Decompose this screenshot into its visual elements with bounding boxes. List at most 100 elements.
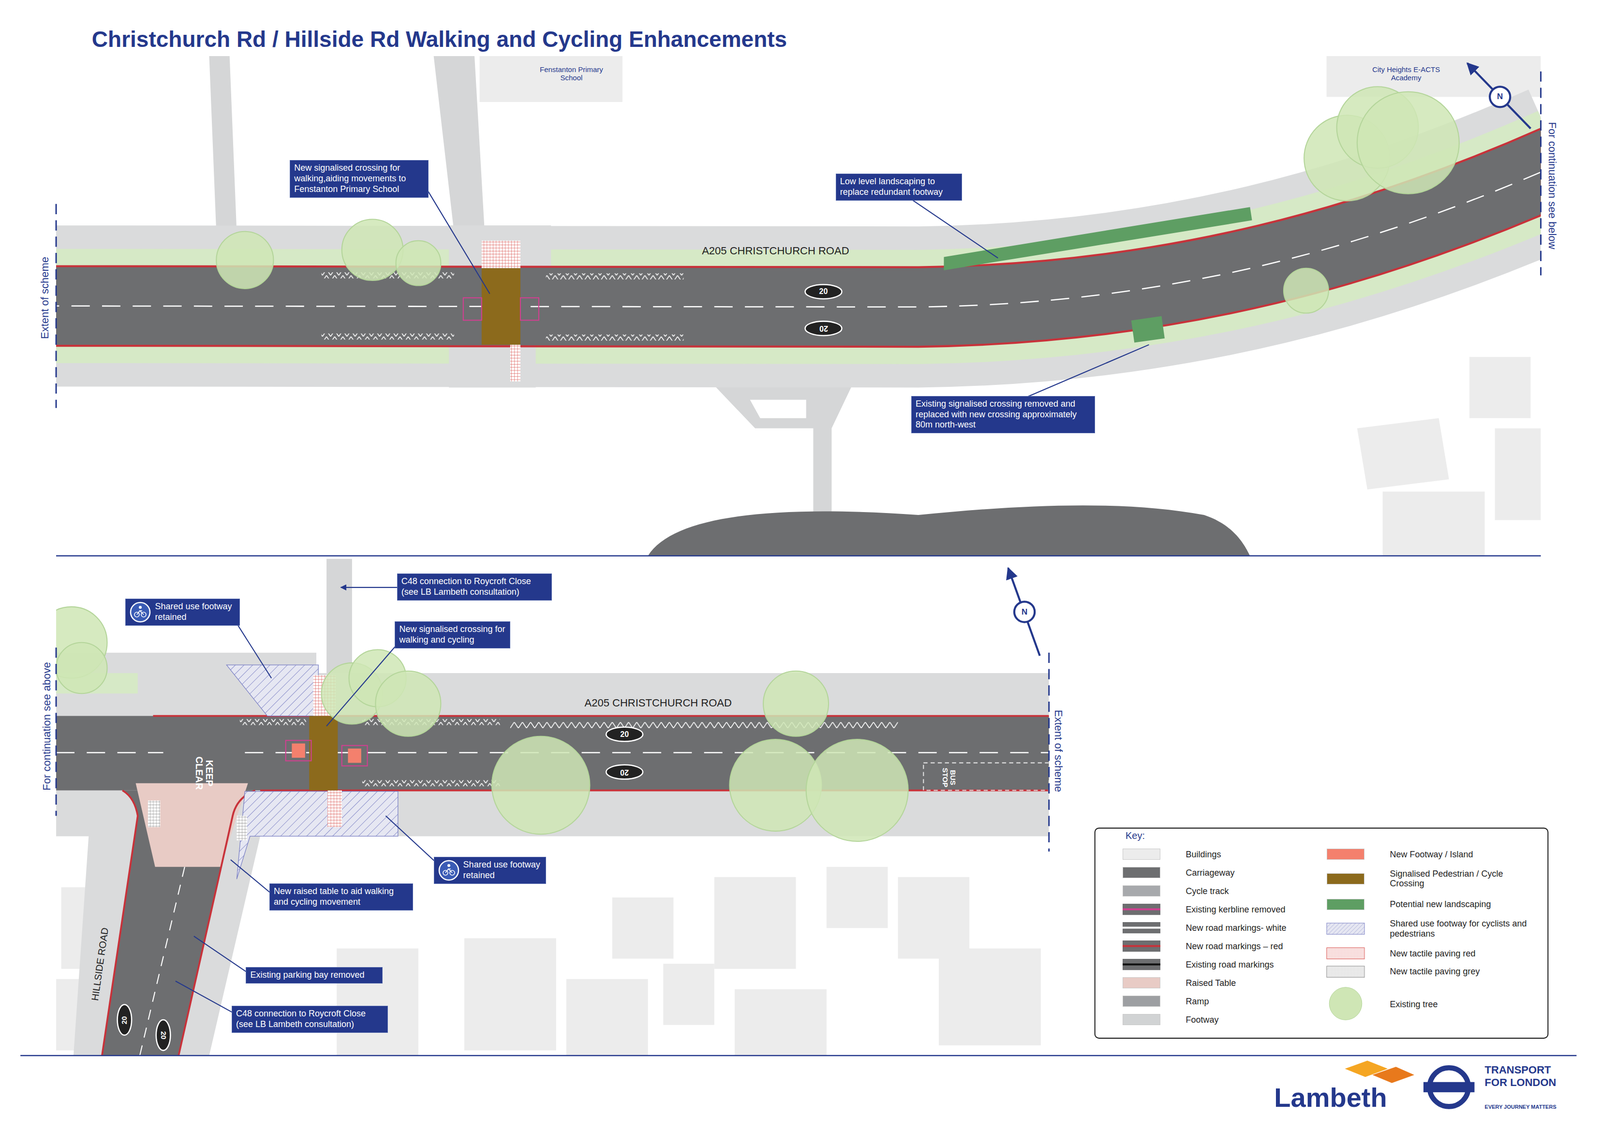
callout-box: Low level landscaping to replace redunda…	[835, 173, 963, 201]
legend-ground	[1122, 922, 1161, 934]
map-label: City Heights E-ACTS Academy	[1369, 65, 1443, 83]
legend-ground	[1122, 940, 1161, 952]
building	[1469, 356, 1531, 419]
legend-text: Existing tree	[1389, 999, 1533, 1010]
callout-text: Shared use footway retained	[463, 859, 542, 882]
map-shape	[336, 948, 419, 1056]
map-shape	[1283, 268, 1329, 314]
map-shape	[763, 671, 829, 737]
legend-text: Potential new landscaping	[1389, 899, 1533, 910]
callout-box: Existing signalised crossing removed and…	[911, 396, 1096, 434]
map-label: Fenstanton Primary School	[534, 65, 608, 83]
title-text: Christchurch Rd / Hillside Rd Walking an…	[91, 26, 787, 53]
map-label: 20	[620, 730, 629, 740]
legend-swatch	[1326, 966, 1365, 978]
legend-line	[1122, 945, 1161, 948]
map-shape	[230, 859, 274, 896]
legend-text: New tactile paving grey	[1389, 966, 1533, 978]
map-shape	[898, 877, 970, 960]
callout-text: New signalised crossing for walking and …	[399, 624, 506, 646]
map-label: 20	[620, 768, 629, 777]
speed-roundel	[156, 1020, 171, 1051]
extent-line	[55, 204, 58, 409]
map-label: N	[1021, 607, 1028, 618]
legend-swatch	[1122, 922, 1161, 934]
map-label: For continuation see above	[40, 662, 53, 791]
callout-box: C48 connection to Roycroft Close (see LB…	[231, 1006, 388, 1034]
speed-roundel	[606, 765, 643, 780]
tfl-roundel-bar	[1423, 1082, 1475, 1093]
legend-swatch	[1122, 959, 1161, 971]
legend-line	[1122, 963, 1161, 966]
top-panel	[56, 56, 1541, 556]
extent-line	[55, 647, 58, 816]
map-shape	[491, 736, 591, 835]
legend-swatch	[1326, 899, 1365, 911]
callout-text: C48 connection to Roycroft Close (see LB…	[236, 1008, 384, 1031]
map-shape	[56, 642, 107, 694]
tactile-paving	[148, 800, 161, 828]
trees	[216, 86, 1460, 313]
tactile-paving	[327, 790, 342, 828]
legend-pattern	[1326, 923, 1365, 935]
kerbline-removed	[285, 740, 312, 761]
side-road	[208, 56, 237, 233]
legend-text: New Footway / Island	[1389, 849, 1533, 860]
speed-roundel	[805, 321, 843, 336]
callout-text: New raised table to aid walking and cycl…	[273, 886, 409, 908]
map-shape	[340, 587, 404, 589]
bottom-panel	[56, 559, 1050, 1056]
legend-text: Buildings	[1185, 849, 1329, 860]
zigzag-marking	[510, 722, 899, 729]
legend-pattern	[1326, 966, 1365, 978]
legend-text: Shared use footway for cyclists and pede…	[1389, 918, 1533, 939]
map-label: Key:	[1125, 830, 1145, 842]
trees	[56, 607, 909, 842]
signalised-crossing	[309, 716, 338, 791]
legend-text: Carriageway	[1185, 867, 1329, 878]
map-label: 20	[819, 324, 829, 333]
speed-roundel	[805, 284, 843, 299]
legend-swatch	[1122, 903, 1161, 916]
legend-swatch	[1122, 977, 1161, 989]
zigzag-marking	[546, 334, 684, 341]
building	[1382, 491, 1485, 557]
map-shape	[375, 671, 441, 737]
new-island	[347, 748, 361, 764]
legend-text: Raised Table	[1185, 977, 1329, 989]
legend-swatch	[1122, 885, 1161, 897]
shared-use-icon	[438, 859, 460, 882]
leader-lines	[175, 183, 1150, 1016]
shared-use-footway	[226, 665, 319, 716]
lambeth-logo	[1372, 1066, 1415, 1084]
tactile-paving	[236, 815, 247, 841]
icon-person	[447, 864, 451, 868]
legend-text: Ramp	[1185, 996, 1329, 1007]
map-shape	[714, 877, 797, 970]
callout-box: Shared use footway retained	[125, 598, 240, 626]
map-label: A205 CHRISTCHURCH ROAD	[701, 244, 849, 257]
callout-box: New raised table to aid walking and cycl…	[269, 883, 414, 911]
legend-text: New road markings – red	[1185, 941, 1329, 952]
map-label: 20	[159, 1031, 168, 1040]
side-road	[433, 56, 485, 233]
callout-box: C48 connection to Roycroft Close (see LB…	[397, 573, 553, 601]
footway	[448, 225, 551, 269]
map-label: HILLSIDE ROAD	[89, 927, 111, 1002]
zigzag-marking	[362, 780, 501, 787]
map-label: Extent of scheme	[1051, 710, 1065, 793]
legend-text: Signalised Pedestrian / Cycle Crossing	[1389, 869, 1533, 889]
bus-stop-box	[923, 763, 1049, 791]
tactile-paving	[481, 240, 521, 269]
carriageway	[648, 505, 1251, 556]
map-shape	[903, 193, 998, 259]
map-shape	[826, 867, 889, 929]
map-shape	[612, 897, 674, 960]
legend-text: Footway	[1185, 1014, 1329, 1025]
legend-ground	[1122, 903, 1161, 916]
north-circle	[1014, 601, 1035, 623]
legend-swatch	[1326, 948, 1365, 960]
new-island	[291, 743, 305, 759]
